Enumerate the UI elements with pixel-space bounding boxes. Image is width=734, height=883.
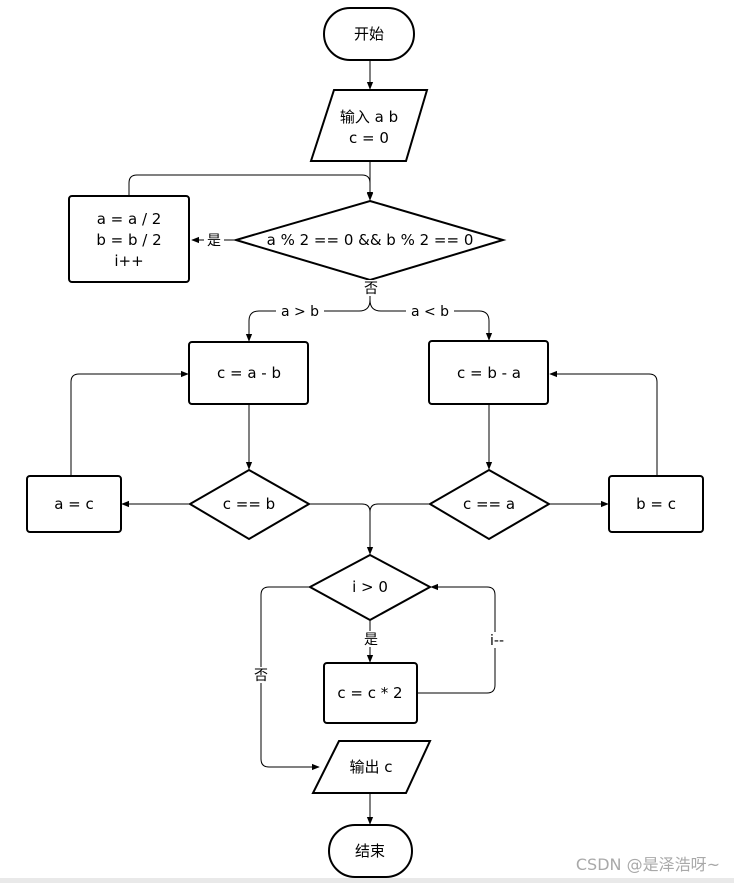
c-b-minus-a-node: c = b - a — [428, 340, 549, 405]
c-eq-a-node: c == a — [428, 468, 552, 541]
b-eq-c-label: b = c — [636, 495, 676, 513]
edge-label-yes-loop: 是 — [364, 632, 378, 648]
input-label-line-1: 输入 a b — [340, 108, 398, 126]
edge-label-a-lt-b: a < b — [411, 304, 449, 320]
edge-beqc-loop — [549, 370, 658, 476]
edge-ctimes2-loop — [418, 583, 496, 694]
halve-label-line-1: a = a / 2 — [97, 210, 162, 228]
start-label: 开始 — [354, 25, 384, 43]
start-node: 开始 — [323, 7, 415, 61]
edge-ceqa-igt0 — [369, 503, 429, 513]
edge-aeqc-loop — [70, 370, 189, 476]
edge-label-no-loop: 否 — [254, 668, 268, 684]
check-even-node: a % 2 == 0 && b % 2 == 0 — [232, 199, 507, 282]
output-label: 输出 c — [349, 758, 392, 776]
edge-labels: 是 否 a > b a < b 是 i-- 否 — [204, 232, 509, 684]
c-b-minus-a-label: c = b - a — [457, 364, 521, 382]
edge-check-a-lt-b — [369, 299, 493, 341]
c-eq-a-label: c == a — [463, 495, 515, 513]
check-even-label: a % 2 == 0 && b % 2 == 0 — [267, 231, 474, 249]
b-eq-c-node: b = c — [608, 475, 704, 533]
c-times-2-node: c = c * 2 — [323, 662, 418, 724]
i-gt-0-label: i > 0 — [352, 578, 388, 596]
halve-label-line-2: b = b / 2 — [96, 231, 161, 249]
edge-label-yes-halve: 是 — [207, 233, 221, 249]
end-label: 结束 — [355, 842, 385, 860]
halve-label-line-3: i++ — [114, 252, 143, 270]
c-eq-b-node: c == b — [188, 468, 312, 541]
edge-ceqb-igt0 — [309, 503, 374, 555]
input-node: 输入 a b c = 0 — [309, 89, 429, 162]
edge-label-no-check: 否 — [364, 281, 378, 297]
c-times-2-label: c = c * 2 — [337, 684, 402, 702]
halve-node: a = a / 2 b = b / 2 i++ — [68, 195, 190, 283]
edge-label-a-gt-b: a > b — [281, 304, 319, 320]
c-eq-b-label: c == b — [223, 495, 275, 513]
a-eq-c-label: a = c — [54, 495, 94, 513]
end-node: 结束 — [328, 824, 413, 878]
c-a-minus-b-node: c = a - b — [188, 341, 309, 405]
a-eq-c-node: a = c — [26, 475, 122, 533]
i-gt-0-node: i > 0 — [307, 553, 433, 622]
input-label-line-2: c = 0 — [349, 129, 389, 147]
edge-label-i-dec: i-- — [490, 633, 504, 649]
watermark: CSDN @是泽浩呀~ — [575, 855, 720, 874]
output-node: 输出 c — [311, 740, 432, 794]
c-a-minus-b-label: c = a - b — [217, 364, 281, 382]
bottom-border — [0, 878, 734, 883]
edge-halve-loop — [128, 174, 374, 200]
